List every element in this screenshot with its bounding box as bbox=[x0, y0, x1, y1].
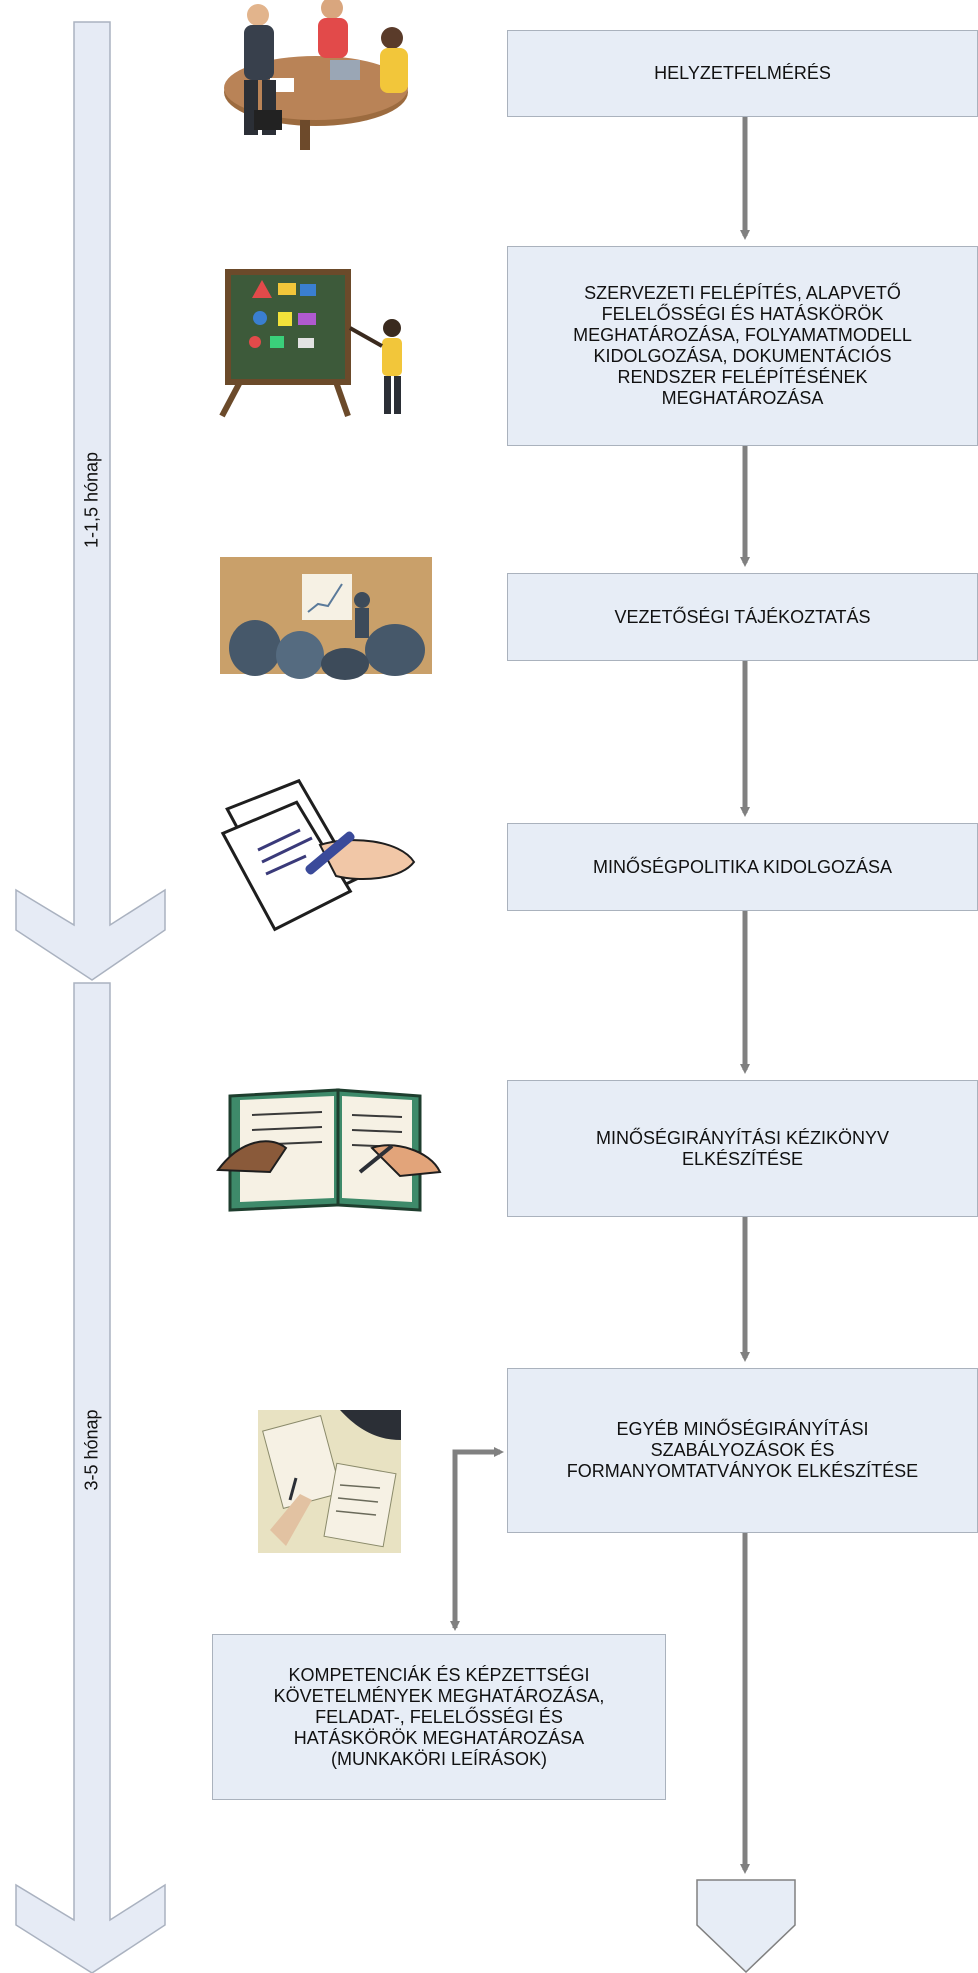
connector-side-branch bbox=[452, 1447, 504, 1628]
step-box-other-regulations: EGYÉB MINŐSÉGIRÁNYÍTÁSI SZABÁLYOZÁSOK ÉS… bbox=[507, 1368, 978, 1533]
flowchart-board-illustration bbox=[219, 269, 402, 418]
meeting-illustration bbox=[224, 0, 408, 150]
side-box-competencies: KOMPETENCIÁK ÉS KÉPZETTSÉGI KÖVETELMÉNYE… bbox=[212, 1634, 666, 1800]
step-box-management-briefing: VEZETŐSÉGI TÁJÉKOZTATÁS bbox=[507, 573, 978, 661]
step-box-quality-policy: MINŐSÉGPOLITIKA KIDOLGOZÁSA bbox=[507, 823, 978, 911]
step-box-organization: SZERVEZETI FELÉPÍTÉS, ALAPVETŐ FELELŐSSÉ… bbox=[507, 246, 978, 446]
documents-illustration bbox=[258, 1410, 401, 1553]
step-box-quality-manual: MINŐSÉGIRÁNYÍTÁSI KÉZIKÖNYV ELKÉSZÍTÉSE bbox=[507, 1080, 978, 1217]
writing-hand-illustration bbox=[220, 778, 416, 932]
end-arrow-shape bbox=[696, 1879, 796, 1973]
open-book-illustration bbox=[216, 1088, 442, 1212]
timeline-arrow-phase2 bbox=[15, 982, 166, 1973]
presentation-illustration bbox=[220, 557, 432, 680]
timeline-arrow-phase1 bbox=[15, 21, 166, 981]
step-box-assessment: HELYZETFELMÉRÉS bbox=[507, 30, 978, 117]
